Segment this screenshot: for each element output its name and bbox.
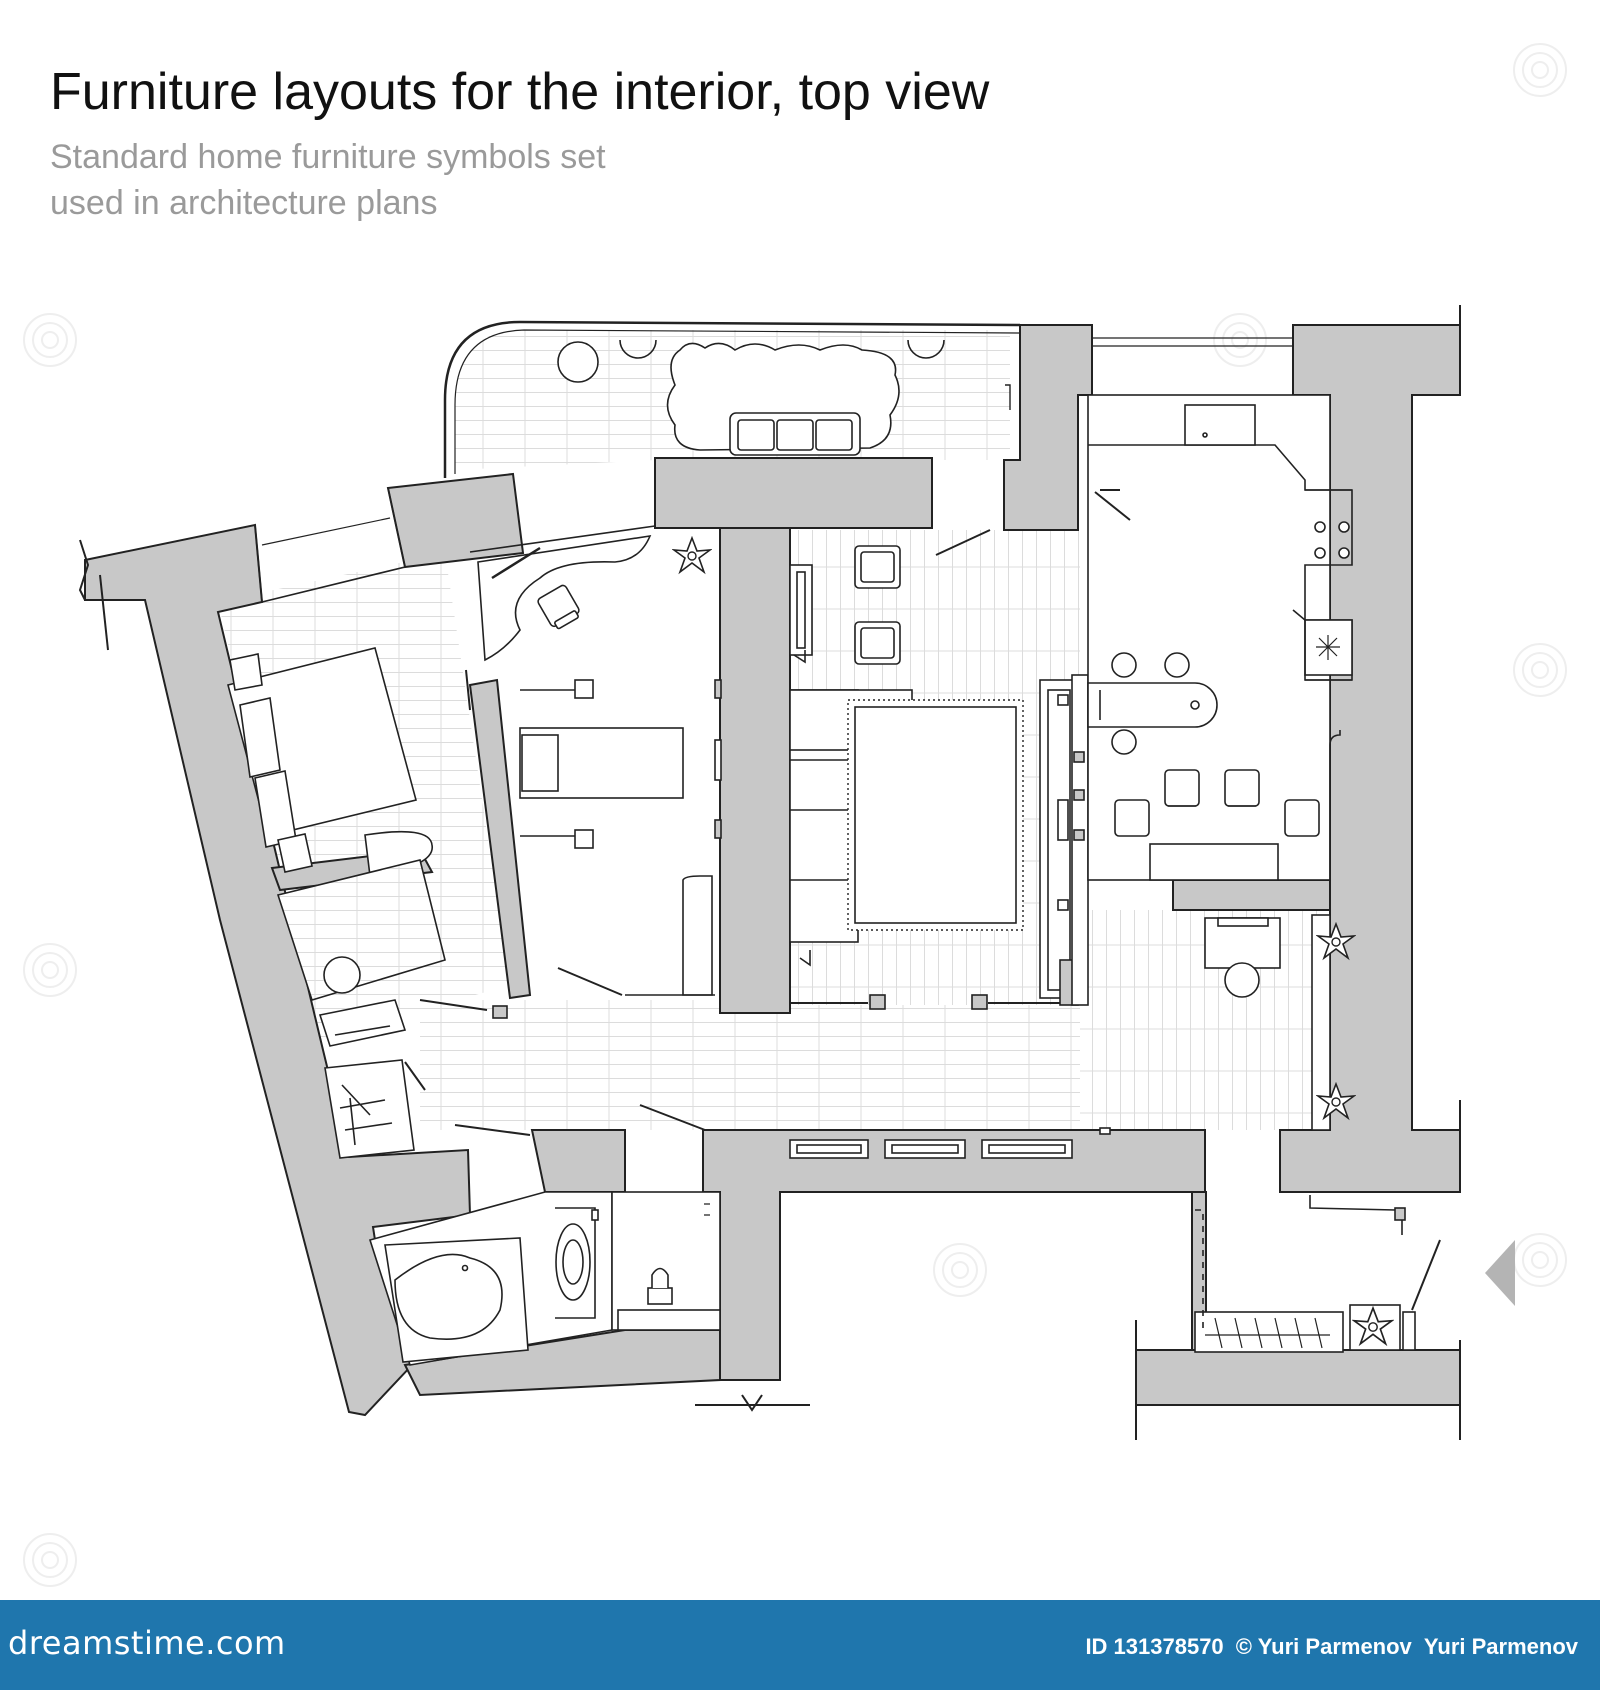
kitchen-island — [1087, 682, 1218, 728]
stove-burner-icon — [1314, 521, 1350, 559]
kitchen-sink — [1304, 619, 1353, 676]
walls — [84, 324, 1461, 1417]
subtitle-line-1: Standard home furniture symbols set — [50, 138, 606, 176]
copyright-text: © Yuri Parmenov — [1235, 1634, 1412, 1659]
double-bed — [227, 647, 417, 873]
entry-arrow-icon — [1485, 1240, 1515, 1306]
page-title: Furniture layouts for the interior, top … — [50, 63, 990, 121]
office-chair — [537, 584, 580, 630]
plant-icon — [673, 537, 711, 573]
balcony-sofa — [729, 412, 861, 456]
radiators — [789, 1139, 1073, 1159]
author-name: Yuri Parmenov — [1423, 1634, 1578, 1659]
kitchen — [1087, 394, 1353, 881]
study-room — [469, 525, 722, 996]
brand-logo[interactable]: dreamstime.com — [8, 1624, 286, 1662]
toilet — [611, 1191, 721, 1331]
area-rug — [847, 699, 1024, 931]
living-room — [789, 529, 1089, 1010]
entry-corridor — [780, 914, 1441, 1353]
wardrobe — [625, 875, 715, 996]
tv-stand — [789, 564, 813, 664]
wardrobe-closet — [276, 859, 446, 1047]
subtitle-line-2: used in architecture plans — [50, 184, 438, 222]
image-id: ID 131378570 — [1085, 1634, 1224, 1659]
armchair — [854, 621, 901, 665]
footer-bar: dreamstime.com ID 131378570 © Yuri Parme… — [0, 1600, 1600, 1690]
corner-sofa — [789, 689, 913, 943]
balcony — [443, 320, 1293, 478]
storage-shelf — [324, 1059, 531, 1159]
dining-table — [1114, 769, 1320, 881]
bedroom — [227, 487, 508, 1047]
floor-plan — [23, 43, 1567, 1587]
armchair — [854, 545, 901, 589]
sink-icon — [555, 1207, 596, 1319]
single-bed — [519, 679, 684, 849]
image-credit: ID 131378570 © Yuri Parmenov Yuri Parmen… — [1079, 1634, 1578, 1660]
bathroom — [368, 1191, 613, 1366]
shoe-closet — [1194, 1311, 1344, 1353]
corner-desk — [477, 534, 652, 662]
